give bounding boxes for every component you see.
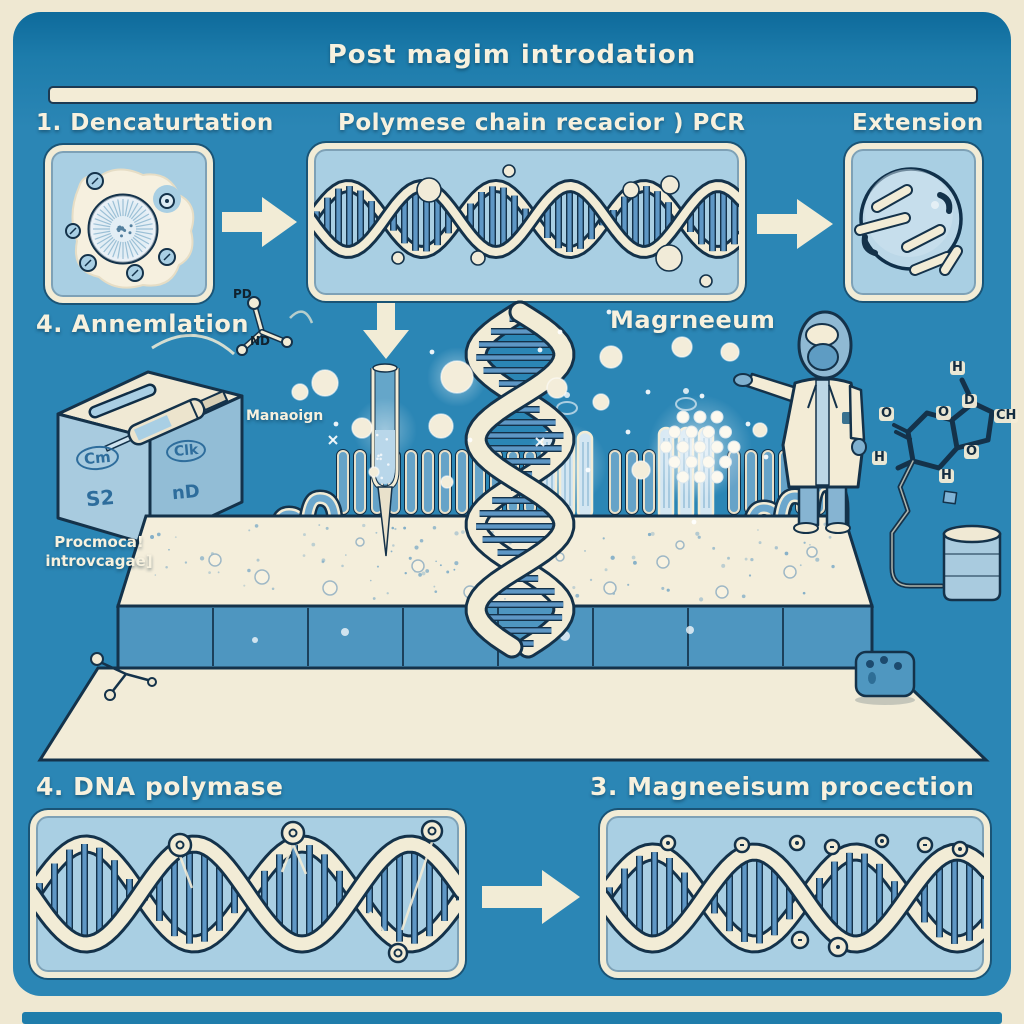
chem-label-o-left: O	[879, 406, 895, 422]
step-label-magnesium-protection: 3. Magneeisum procection	[590, 772, 975, 801]
step-label-pcr: Polymese chain recacior ) PCR	[338, 110, 746, 136]
reagent-box-caption-line2: introvcagae]	[45, 551, 153, 570]
chem-label-ch: CH	[994, 408, 1019, 424]
molecule-label-top: PD	[233, 287, 252, 301]
step-label-denaturation: 1. Dencaturtation	[36, 110, 274, 136]
pcr-helix-panel	[308, 143, 745, 301]
molecule-label-side: ND	[250, 334, 271, 348]
reagent-box-caption: Procmoca! introvcagae]	[18, 533, 180, 571]
dna-helix-horizontal-illustration	[314, 164, 739, 288]
denaturation-panel	[45, 145, 213, 303]
step-label-annealing: 4. Annemlation	[36, 310, 249, 338]
dna-helix-polymerase	[36, 834, 459, 954]
step-label-dna-polymerase: 4. DNA polymase	[36, 772, 284, 801]
chem-label-o-ring: O	[936, 405, 952, 421]
pipette-note-label: Manaoign	[246, 408, 324, 424]
chem-label-h-bottom: H	[939, 468, 954, 484]
chem-label-o-lower: O	[964, 444, 980, 460]
dna-helix-magnesium	[606, 842, 984, 954]
chem-label-h-left: H	[872, 450, 887, 466]
dna-polymerase-panel	[30, 810, 465, 978]
magnesium-protection-panel	[600, 810, 990, 978]
cell-illustration	[65, 168, 195, 289]
dna-helix-markers-illustration	[36, 819, 459, 964]
bottom-edge-strip	[22, 1012, 1002, 1024]
dna-helix-ions-illustration	[606, 833, 984, 958]
petri-dish-illustration	[854, 167, 963, 276]
extension-panel	[845, 143, 982, 301]
title-divider-bar	[48, 86, 978, 104]
poster-title: Post magim introdation	[327, 40, 697, 70]
reagent-box-caption-line1: Procmoca!	[54, 533, 144, 551]
dna-helix-horizontal	[314, 179, 739, 259]
magnesium-label: Magrneeum	[610, 306, 776, 334]
chem-label-d-inner: D	[962, 393, 977, 409]
reagent-box-face-code: S2	[85, 484, 116, 512]
step-label-extension: Extension	[852, 110, 984, 136]
reagent-box-side-code: nD	[171, 480, 201, 505]
chem-label-h-top: H	[950, 360, 965, 376]
cell-nucleus	[87, 193, 159, 265]
